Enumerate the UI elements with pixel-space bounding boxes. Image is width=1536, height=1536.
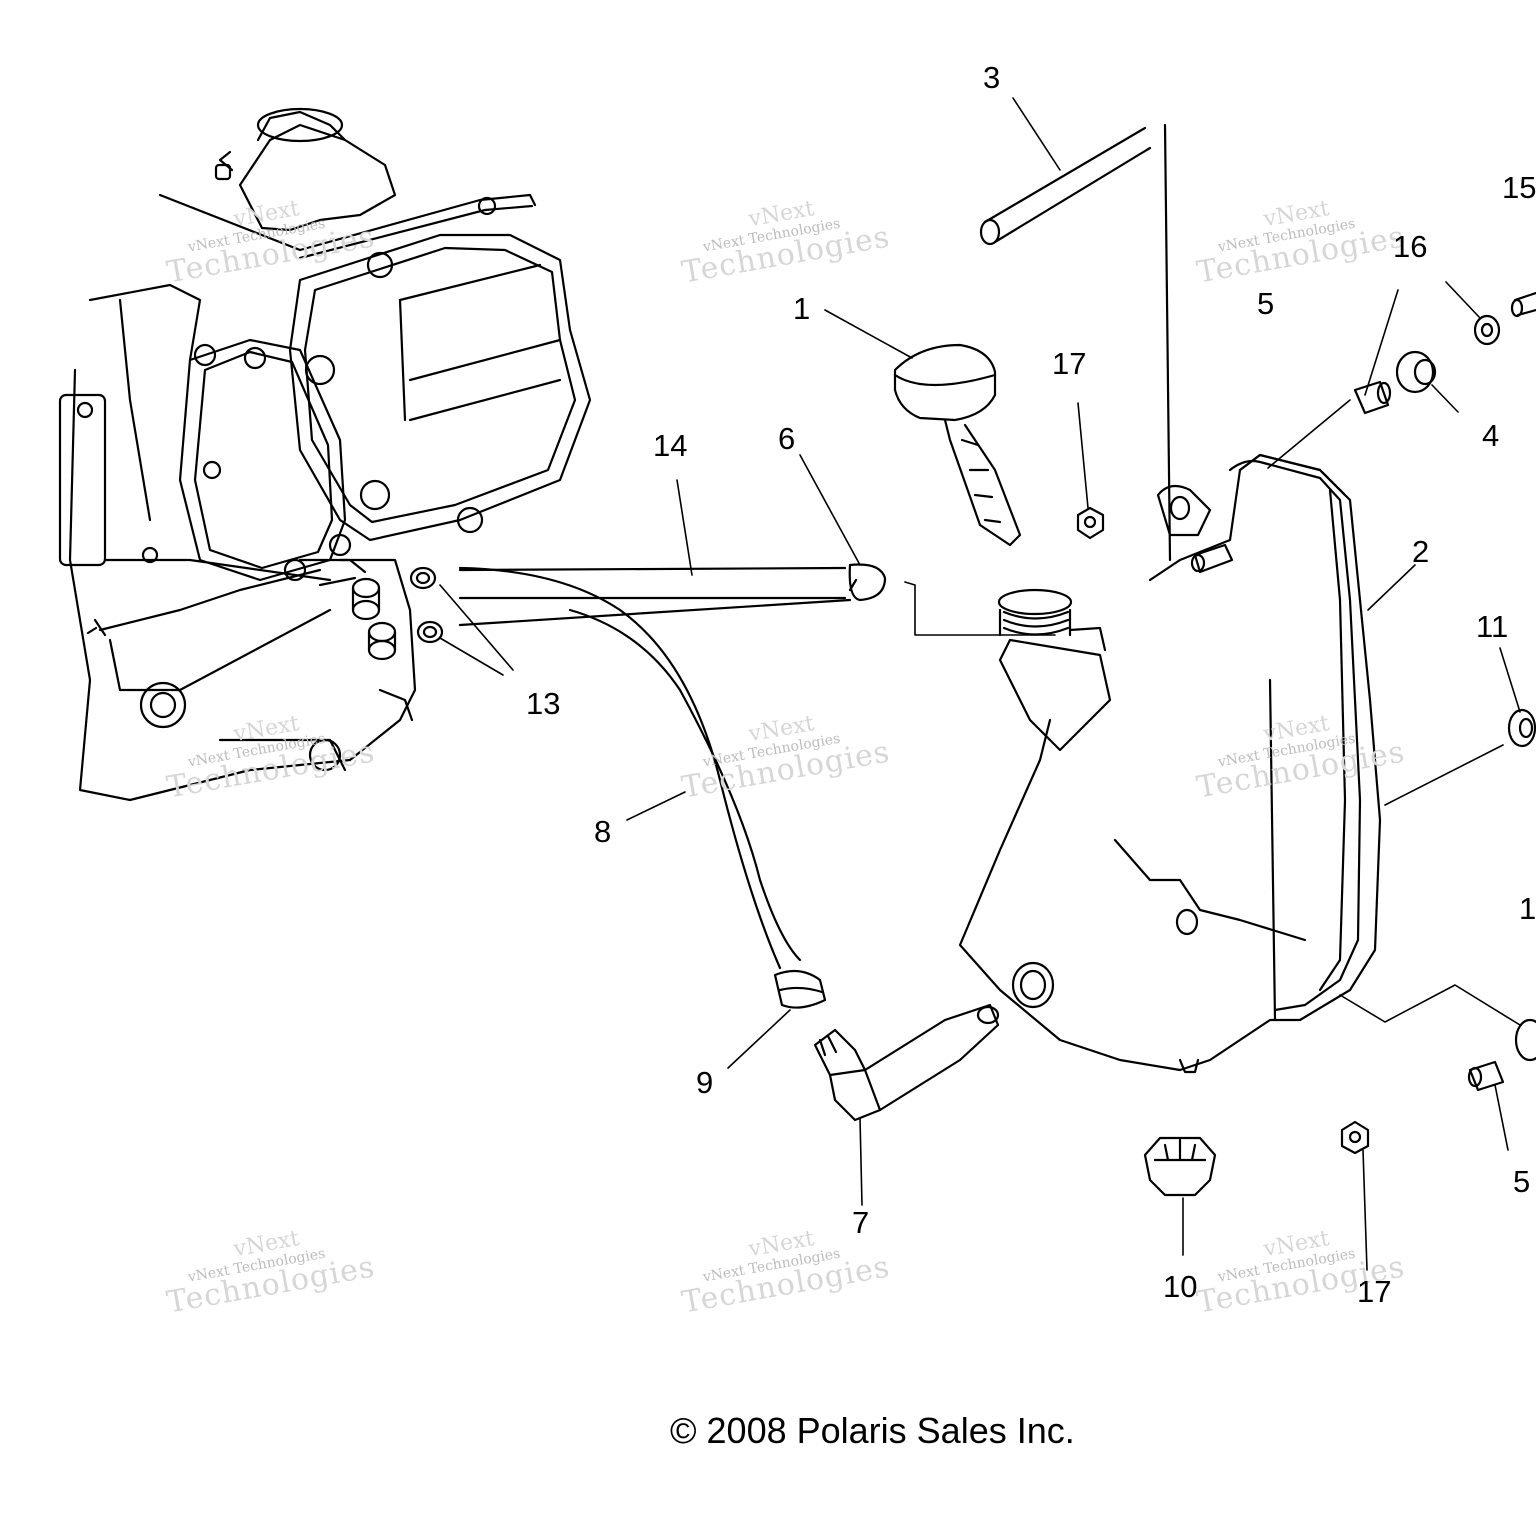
grommet-4 bbox=[1395, 350, 1437, 394]
callout-11: 11 bbox=[1476, 609, 1509, 644]
callout-10: 10 bbox=[1163, 1269, 1198, 1304]
hose-3 bbox=[979, 123, 1172, 562]
engine-assembly bbox=[58, 107, 592, 802]
clamp-9 bbox=[773, 969, 827, 1009]
bushing-5-lower bbox=[1467, 1060, 1505, 1092]
callout-5: 5 bbox=[1257, 286, 1275, 321]
callout-2: 2 bbox=[1412, 534, 1430, 569]
callout-13: 13 bbox=[526, 686, 561, 721]
callout-7: 7 bbox=[852, 1205, 870, 1240]
clamp-6 bbox=[848, 563, 887, 602]
elbow-fitting-7 bbox=[813, 1003, 1000, 1122]
leader-lines bbox=[439, 97, 1521, 1271]
dipstick-1 bbox=[893, 343, 1022, 547]
callout-15: 15 bbox=[1502, 170, 1536, 205]
nut-17-top bbox=[1076, 506, 1105, 540]
callout-17: 17 bbox=[1052, 346, 1087, 381]
callout-1-partial: 1 bbox=[1519, 891, 1536, 926]
callout-3: 3 bbox=[983, 60, 1001, 95]
callout-5: 5 bbox=[1513, 1164, 1531, 1199]
washer-11 bbox=[1507, 708, 1536, 748]
callout-16: 16 bbox=[1393, 229, 1428, 264]
bushing-5-top bbox=[1353, 380, 1392, 415]
callout-4: 4 bbox=[1482, 418, 1500, 453]
hose-8 bbox=[458, 566, 802, 970]
bolt-15 bbox=[1510, 291, 1536, 318]
callout-6: 6 bbox=[778, 421, 796, 456]
grommet-10 bbox=[1143, 1136, 1217, 1197]
callout-1: 1 bbox=[793, 291, 811, 326]
nut-17-bottom bbox=[1340, 1120, 1370, 1155]
callout-8: 8 bbox=[594, 814, 612, 849]
oil-tank-2 bbox=[958, 453, 1382, 1074]
callout-14: 14 bbox=[653, 428, 688, 463]
hose-14 bbox=[458, 566, 852, 627]
washer-16 bbox=[1473, 314, 1501, 346]
callout-9: 9 bbox=[696, 1065, 714, 1100]
clamp-13 bbox=[409, 566, 444, 644]
callout-17: 17 bbox=[1357, 1274, 1392, 1309]
grommet-lower bbox=[1514, 1018, 1536, 1062]
copyright-notice: © 2008 Polaris Sales Inc. bbox=[670, 1410, 1075, 1451]
